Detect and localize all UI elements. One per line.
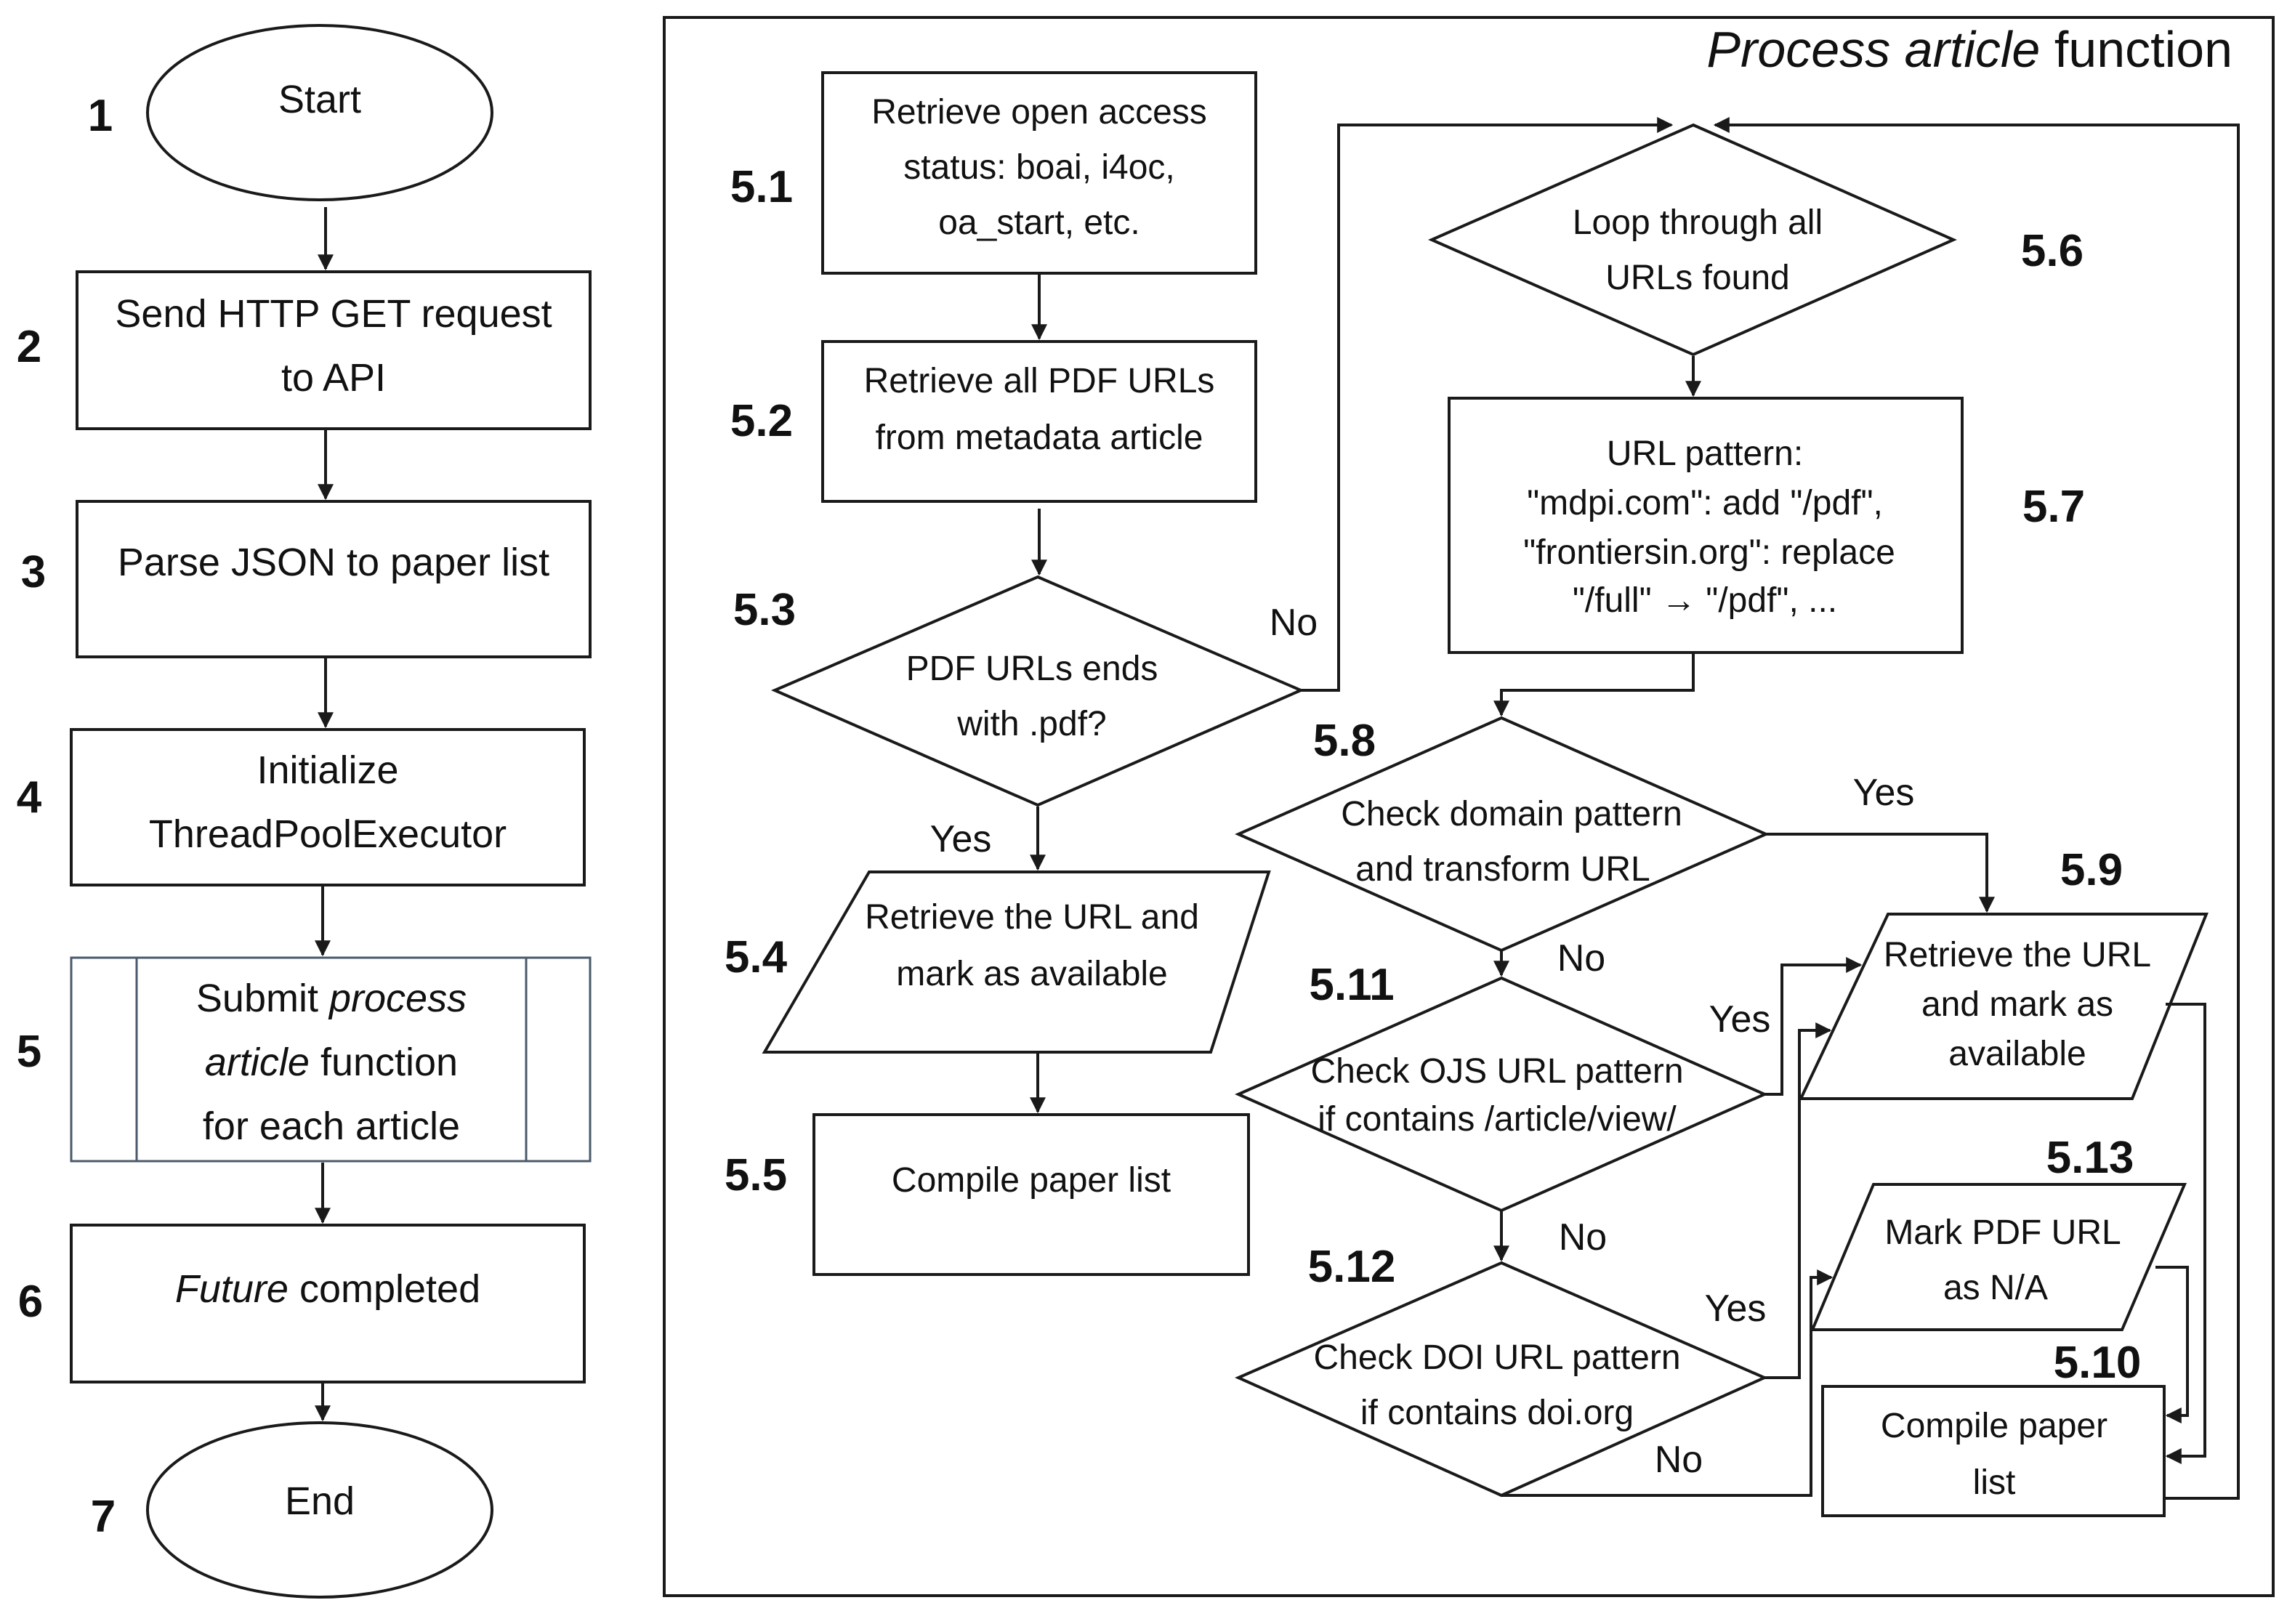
submit-label-line3: for each article bbox=[203, 1104, 460, 1148]
parse-json-box bbox=[76, 500, 592, 658]
label-5-11: 5.11 bbox=[1309, 960, 1394, 1010]
mark-na-line2: as N/A bbox=[1943, 1269, 2048, 1307]
label-5-13: 5.13 bbox=[2046, 1133, 2134, 1183]
mark-na-line1: Mark PDF URL bbox=[1884, 1213, 2121, 1252]
pattern-line2: "mdpi.com": add "/pdf", bbox=[1527, 484, 1883, 522]
ends-pdf-decision bbox=[770, 575, 1305, 807]
label-5-1: 5.1 bbox=[730, 162, 793, 212]
ends-pdf-line1: PDF URLs ends bbox=[906, 650, 1158, 688]
step-number-1: 1 bbox=[88, 91, 113, 141]
step-number-3: 3 bbox=[21, 547, 46, 597]
http-label-line1: Send HTTP GET request bbox=[115, 292, 552, 336]
label-5-10: 5.10 bbox=[2054, 1338, 2142, 1388]
doi-yes-label: Yes bbox=[1705, 1288, 1767, 1330]
domain-line2: and transform URL bbox=[1355, 850, 1650, 889]
label-5-5: 5.5 bbox=[725, 1150, 787, 1200]
pdf-urls-box bbox=[821, 340, 1257, 503]
oa-status-box bbox=[821, 71, 1257, 275]
doi-line1: Check DOI URL pattern bbox=[1313, 1338, 1680, 1377]
start-terminal bbox=[146, 24, 493, 201]
ojs-no-label: No bbox=[1559, 1216, 1607, 1259]
compile-right-line1: Compile paper bbox=[1881, 1407, 2107, 1445]
main-flow-arrows bbox=[315, 207, 334, 1422]
url-pattern-box bbox=[1448, 397, 1964, 654]
oa-status-line2: status: boai, i4oc, bbox=[903, 148, 1175, 187]
process-frame-border bbox=[663, 16, 2275, 1597]
retrieve-right-line3: available bbox=[1948, 1035, 2086, 1073]
init-label-line2: ThreadPoolExecutor bbox=[149, 812, 507, 856]
doi-line2: if contains doi.org bbox=[1360, 1394, 1634, 1432]
compile-right-box bbox=[1821, 1385, 2166, 1517]
future-label: Future completed bbox=[175, 1267, 480, 1311]
step-number-7: 7 bbox=[91, 1492, 116, 1542]
compile-left-label: Compile paper list bbox=[892, 1161, 1171, 1200]
main-flow: 1 2 3 4 5 6 7 Start Send HTTP GET reques… bbox=[17, 24, 592, 1599]
label-5-8: 5.8 bbox=[1313, 716, 1376, 766]
domain-no-label: No bbox=[1557, 937, 1605, 979]
ends-pdf-line2: with .pdf? bbox=[956, 705, 1106, 743]
ends-pdf-no-label: No bbox=[1270, 602, 1318, 644]
http-label-line2: to API bbox=[281, 356, 386, 400]
step-number-6: 6 bbox=[18, 1277, 43, 1327]
step-number-2: 2 bbox=[17, 322, 41, 372]
compile-left-box bbox=[812, 1113, 1250, 1276]
parse-label: Parse JSON to paper list bbox=[118, 541, 549, 584]
loop-line2: URLs found bbox=[1605, 259, 1789, 297]
process-connectors bbox=[1030, 117, 2240, 1500]
submit-process-box bbox=[70, 956, 592, 1163]
future-completed-box bbox=[70, 1224, 586, 1383]
pdf-urls-line2: from metadata article bbox=[876, 419, 1203, 457]
pattern-line3: "frontiersin.org": replace bbox=[1523, 533, 1895, 572]
ojs-line2: if contains /article/view/ bbox=[1318, 1100, 1677, 1139]
doi-no-label: No bbox=[1655, 1439, 1703, 1481]
process-frame-title: Process article function bbox=[1706, 21, 2232, 78]
init-executor-box bbox=[70, 728, 586, 886]
oa-status-line3: oa_start, etc. bbox=[938, 203, 1140, 242]
label-5-2: 5.2 bbox=[730, 396, 793, 446]
loop-urls-decision bbox=[1428, 123, 1957, 357]
mark-na-io bbox=[1810, 1183, 2187, 1331]
retrieve-url-left-io bbox=[762, 870, 1271, 1054]
submit-label-line1: Submit process bbox=[196, 977, 467, 1020]
label-5-3: 5.3 bbox=[733, 585, 796, 635]
pattern-line4: "/full" → "/pdf", ... bbox=[1573, 581, 1837, 620]
end-terminal bbox=[146, 1421, 493, 1599]
submit-label-line2: article function bbox=[205, 1041, 458, 1084]
retrieve-right-line1: Retrieve the URL bbox=[1884, 936, 2151, 974]
process-article-frame: Process article function 5.1 5.2 5.3 5.4… bbox=[663, 16, 2275, 1597]
step-number-4: 4 bbox=[17, 772, 42, 823]
pattern-line1: URL pattern: bbox=[1607, 435, 1803, 473]
label-5-12: 5.12 bbox=[1308, 1242, 1396, 1292]
http-request-box bbox=[76, 270, 592, 430]
retrieve-right-line2: and mark as bbox=[1921, 985, 2113, 1024]
label-5-7: 5.7 bbox=[2022, 482, 2085, 532]
ends-pdf-yes-label: Yes bbox=[930, 818, 992, 860]
compile-right-line2: list bbox=[1973, 1463, 2016, 1502]
pdf-urls-line1: Retrieve all PDF URLs bbox=[864, 362, 1215, 400]
retrieve-left-line1: Retrieve the URL and bbox=[865, 898, 1199, 937]
domain-yes-label: Yes bbox=[1853, 772, 1915, 814]
label-5-9: 5.9 bbox=[2060, 845, 2123, 895]
label-5-6: 5.6 bbox=[2021, 226, 2084, 276]
ojs-yes-label: Yes bbox=[1709, 998, 1771, 1041]
start-label: Start bbox=[278, 78, 361, 121]
step-number-5: 5 bbox=[17, 1027, 41, 1077]
label-5-4: 5.4 bbox=[725, 932, 788, 982]
end-label: End bbox=[285, 1479, 355, 1523]
domain-line1: Check domain pattern bbox=[1341, 795, 1682, 833]
retrieve-left-line2: mark as available bbox=[896, 955, 1168, 993]
ojs-pattern-decision bbox=[1235, 976, 1768, 1213]
oa-status-line1: Retrieve open access bbox=[871, 93, 1207, 132]
ojs-line1: Check OJS URL pattern bbox=[1310, 1052, 1683, 1091]
init-label-line1: Initialize bbox=[257, 748, 398, 792]
loop-line1: Loop through all bbox=[1573, 203, 1823, 242]
